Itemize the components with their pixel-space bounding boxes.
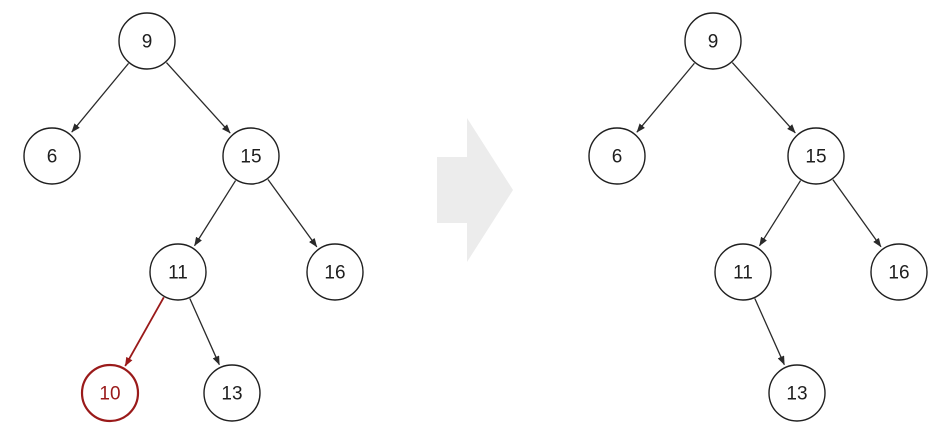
tree-node xyxy=(684,12,742,70)
tree-edge xyxy=(165,62,231,134)
tree-edge xyxy=(189,298,220,366)
tree-node xyxy=(714,243,772,301)
tree-node xyxy=(306,243,364,301)
tree-edge xyxy=(758,180,802,247)
tree-after: 9 6 15 11 16 13 xyxy=(588,12,928,422)
tree-node-label: 16 xyxy=(324,263,345,284)
tree-edge-highlighted xyxy=(124,296,165,367)
tree-node-label: 13 xyxy=(221,384,242,405)
tree-node-highlighted xyxy=(80,363,140,423)
tree-node xyxy=(203,364,261,422)
tree-node-label: 11 xyxy=(733,263,753,284)
tree-node-label: 16 xyxy=(888,263,909,284)
tree-edge xyxy=(193,180,237,247)
tree-node-label: 10 xyxy=(99,384,120,405)
tree-node-label: 9 xyxy=(708,32,719,53)
tree-edge xyxy=(832,179,882,248)
tree-edge xyxy=(754,298,785,366)
transition-arrow xyxy=(437,118,513,262)
tree-node-label: 15 xyxy=(805,147,826,168)
tree-node-label: 11 xyxy=(168,263,188,284)
tree-node xyxy=(588,127,646,185)
tree-edge xyxy=(731,62,796,134)
tree-edge xyxy=(636,62,695,133)
tree-edge xyxy=(71,62,130,133)
tree-node-label: 15 xyxy=(240,147,261,168)
tree-edge xyxy=(267,179,318,248)
tree-node xyxy=(23,127,81,185)
tree-before: 9 6 15 11 16 10 13 xyxy=(23,12,364,423)
tree-node xyxy=(768,364,826,422)
tree-node xyxy=(118,12,176,70)
tree-node-label: 9 xyxy=(142,32,153,53)
tree-node xyxy=(149,243,207,301)
tree-node-label: 6 xyxy=(612,147,623,168)
tree-node xyxy=(870,243,928,301)
tree-node-label: 6 xyxy=(47,147,58,168)
tree-node-label: 13 xyxy=(786,384,807,405)
tree-node xyxy=(222,127,280,185)
tree-node xyxy=(787,127,845,185)
